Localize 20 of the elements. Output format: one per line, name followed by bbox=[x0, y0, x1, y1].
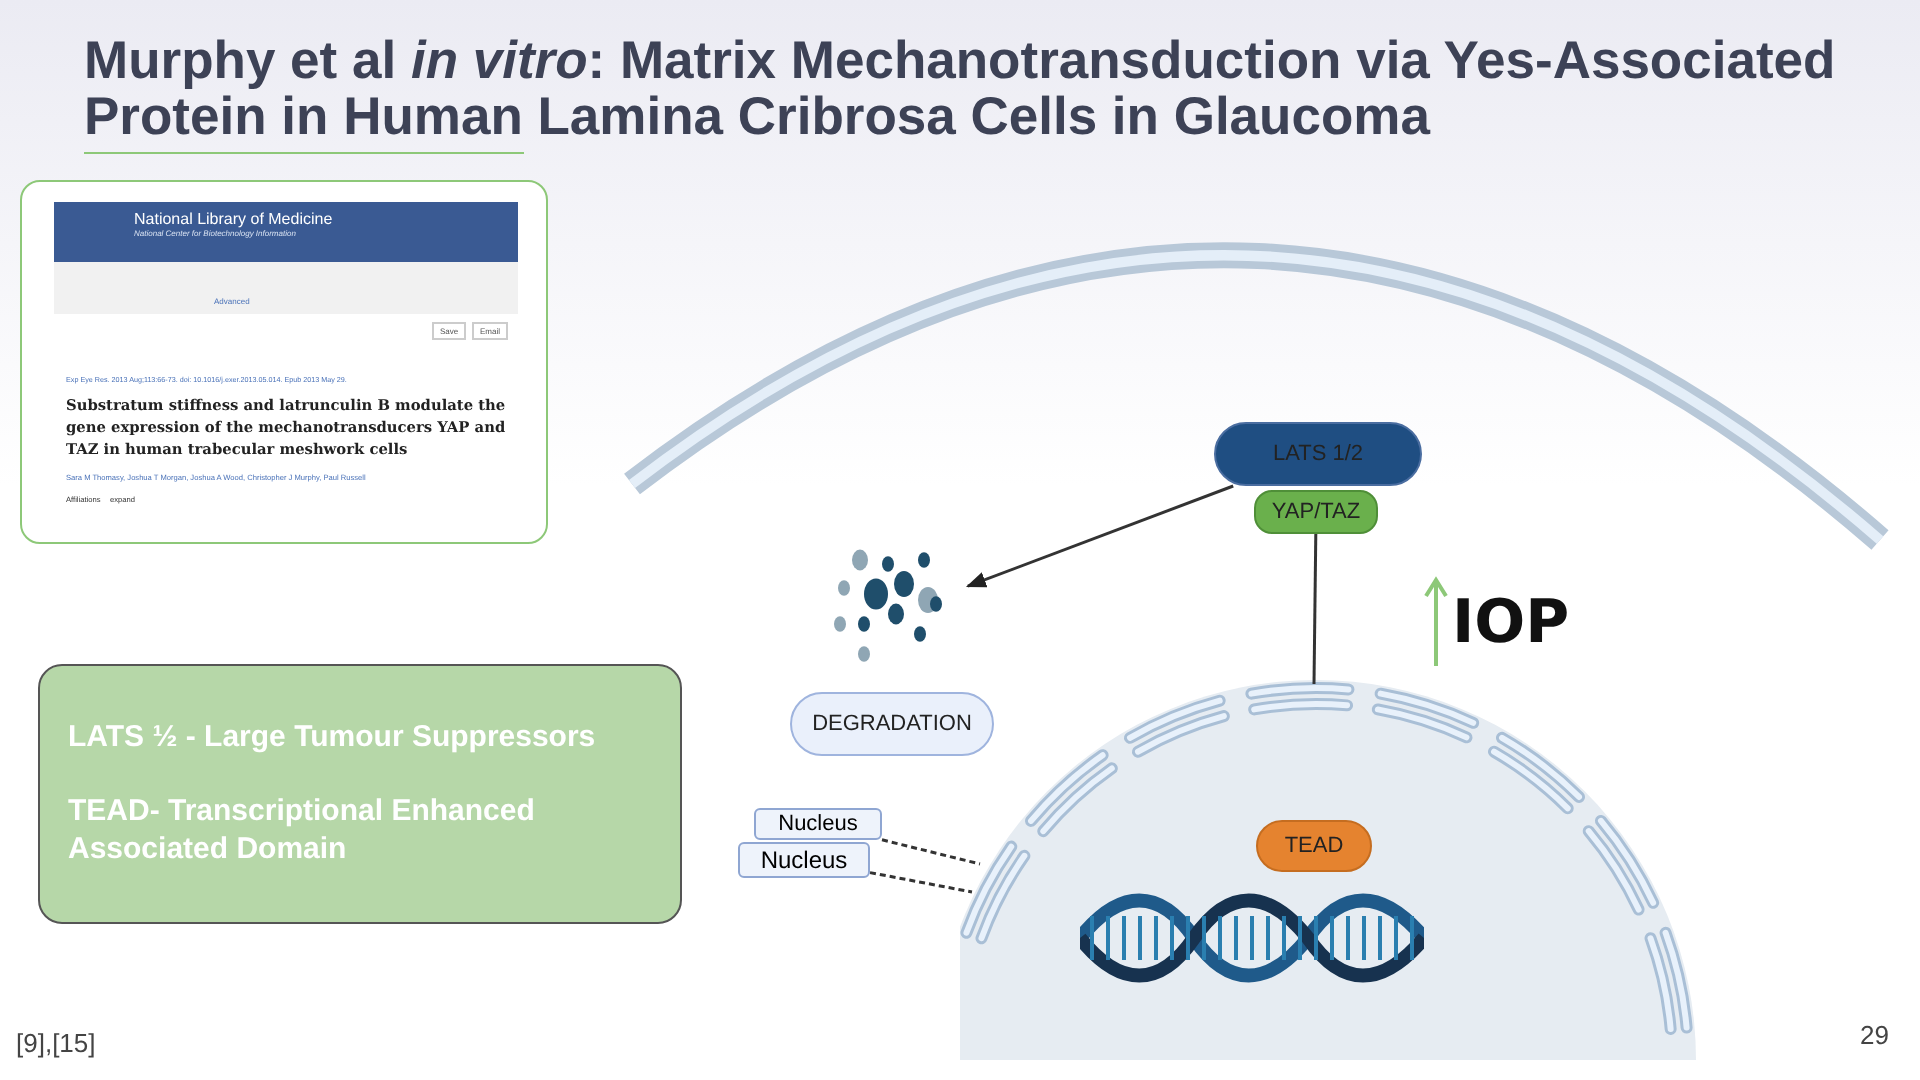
connector-line bbox=[1312, 533, 1318, 685]
page-number: 29 bbox=[1860, 1020, 1889, 1050]
definition-text: TEAD- Transcriptional Enhanced Associated Domain bbox=[68, 792, 537, 868]
label-text: IOP bbox=[1452, 587, 1570, 657]
header-text: National Library of Medicine bbox=[134, 210, 335, 228]
reference-text: [9],[15] bbox=[16, 1028, 96, 1058]
dna-helix-drawing bbox=[1080, 888, 1424, 988]
protein-pill: LATS 1/2 bbox=[1214, 422, 1422, 486]
slide-title: Murphy et al in vitro: Matrix Mechanotransduction via Yes-Associated Protein in Human Lamina Cribrosa Cells in Glaucoma bbox=[84, 32, 1838, 144]
protein-pill: YAP/TAZ bbox=[1254, 490, 1378, 534]
arrow bbox=[965, 484, 1234, 588]
label-tag: Nucleus bbox=[754, 808, 882, 840]
definition-text: LATS ½ - Large Tumour Suppressors bbox=[68, 718, 598, 756]
article-screenshot bbox=[20, 180, 548, 544]
leader-line bbox=[881, 838, 981, 866]
label-tag: Nucleus bbox=[738, 842, 870, 878]
leader-line bbox=[869, 871, 973, 894]
process-pill: DEGRADATION bbox=[790, 692, 994, 756]
protein-pill: TEAD bbox=[1256, 820, 1372, 872]
definition-panel bbox=[38, 664, 682, 924]
